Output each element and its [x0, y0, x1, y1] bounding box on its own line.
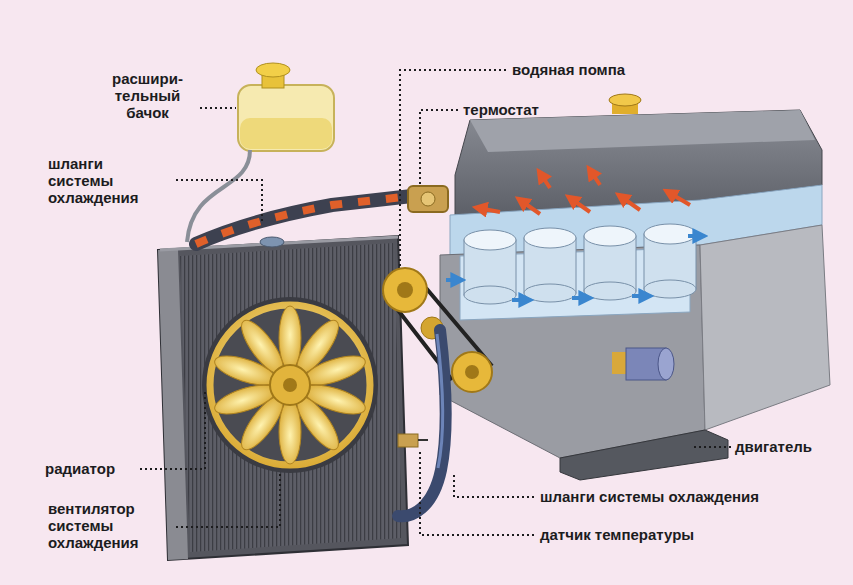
engine [632, 294, 648, 298]
leader-line [420, 110, 458, 184]
expansion-tank [256, 63, 290, 77]
engine [584, 226, 636, 246]
engine [478, 208, 500, 212]
engine [446, 236, 702, 300]
cooling-fan [210, 305, 370, 465]
water-pump-pulleys [383, 268, 427, 312]
engine [658, 348, 674, 380]
engine [512, 298, 528, 302]
lower-hose [398, 330, 446, 516]
leader-line [140, 392, 205, 469]
engine [700, 225, 830, 430]
engine [570, 198, 590, 212]
engine [446, 278, 460, 282]
thermostat [408, 186, 448, 212]
engine [464, 286, 516, 304]
upper-hose [196, 196, 412, 244]
radiator-body [158, 236, 408, 560]
engine [612, 352, 626, 374]
temperature-sensor [398, 434, 418, 447]
radiator-body [158, 236, 408, 560]
part-label: шланги системы охлаждения [540, 488, 759, 505]
engine [464, 224, 696, 304]
engine [590, 170, 600, 185]
engine [584, 282, 636, 300]
expansion-tank [238, 63, 334, 151]
engine [688, 234, 702, 238]
engine [560, 430, 728, 480]
engine [540, 173, 550, 188]
radiator-body [260, 237, 284, 247]
leader-line [140, 70, 731, 535]
radiator-body [158, 249, 188, 560]
cooling-fan [202, 297, 378, 473]
expansion-tank [238, 85, 334, 151]
thermostat [421, 192, 435, 206]
radiator-body [180, 243, 402, 552]
part-label: термостат [463, 101, 539, 118]
lower-hose [398, 330, 446, 516]
cooling-fan [301, 350, 369, 391]
engine [612, 348, 674, 380]
leader-line [176, 180, 262, 222]
engine [524, 284, 576, 302]
part-label: датчик температуры [540, 526, 694, 543]
engine [609, 94, 641, 106]
engine [668, 192, 690, 205]
part-label: радиатор [45, 460, 115, 477]
leader-line [200, 107, 236, 109]
thermostat [408, 186, 448, 212]
engine [620, 196, 640, 210]
water-pump-pulleys [452, 352, 492, 392]
leader-line [176, 472, 280, 527]
temperature-sensor [398, 434, 428, 447]
cooling-fan [202, 297, 378, 473]
cooling-fan [283, 378, 297, 392]
engine [440, 94, 830, 480]
leader-line [420, 450, 534, 535]
leader-line [454, 472, 534, 497]
engine [524, 228, 576, 248]
leader-line [692, 446, 731, 448]
engine [478, 170, 690, 214]
engine [644, 280, 696, 298]
part-label: шланги системы охлаждения [48, 155, 160, 206]
water-pump-pulleys [397, 282, 413, 298]
expansion-tank [240, 118, 332, 149]
part-label: двигатель [735, 438, 812, 455]
part-label: водяная помпа [512, 61, 625, 78]
upper-hose [196, 196, 412, 244]
part-label: вентилятор системы охлаждения [48, 500, 160, 551]
engine [464, 230, 516, 250]
upper-hose [196, 196, 412, 244]
cooling-fan [211, 379, 279, 420]
part-label: расшири- тельный бачок [100, 70, 195, 121]
engine [572, 296, 588, 300]
lower-hose [437, 334, 443, 468]
leader-line [400, 70, 506, 266]
engine [520, 200, 540, 214]
water-pump-pulleys [465, 365, 479, 379]
cooling-fan [270, 365, 310, 405]
temperature-sensor [418, 439, 428, 441]
